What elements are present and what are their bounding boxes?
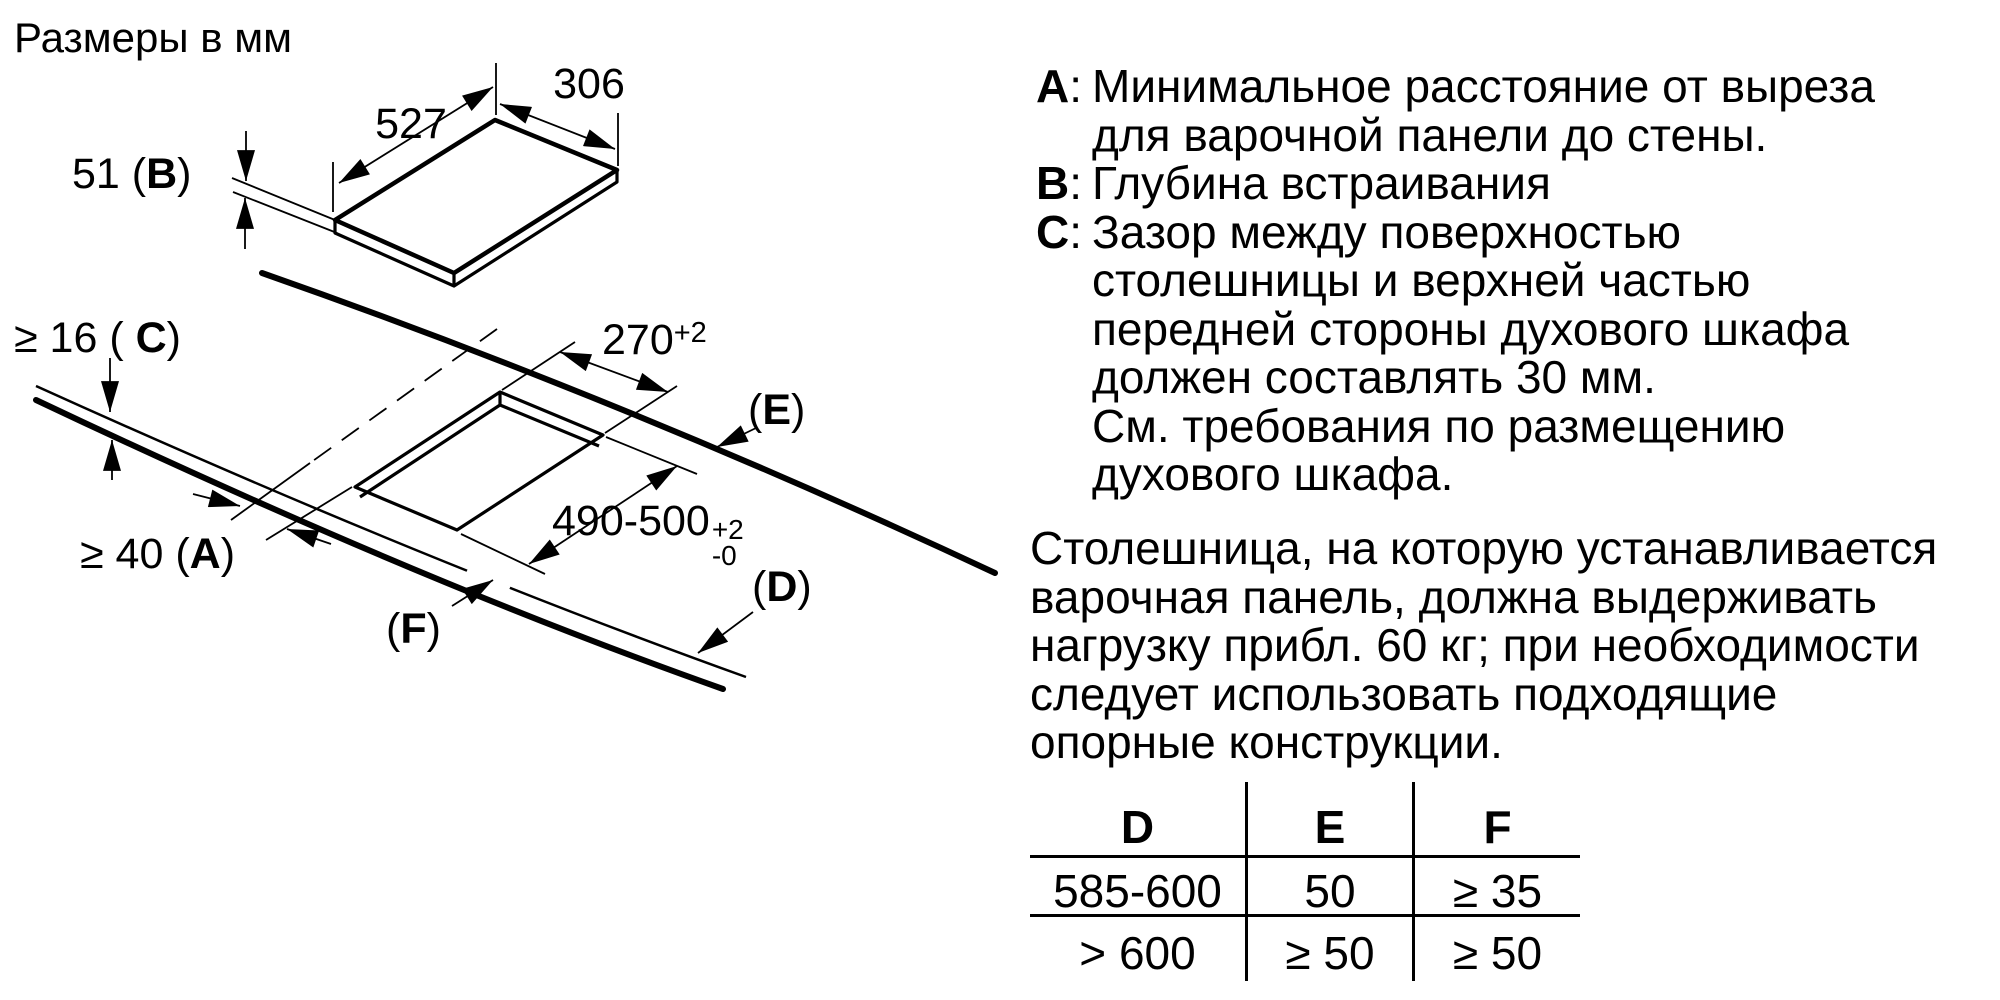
legend-A-line-2: для варочной панели до стены. xyxy=(1092,108,1768,161)
table-cell-r2-F: ≥ 50 xyxy=(1452,927,1543,979)
dim-label-A-pre: ≥ 40 ( xyxy=(80,530,190,578)
note-line-5: опорные конструкции. xyxy=(1030,716,1503,768)
dim-line-270 xyxy=(559,351,669,393)
hob-panel-base xyxy=(333,170,619,288)
worktop-back-edge xyxy=(259,270,998,576)
label-D-post: ) xyxy=(797,563,812,611)
legend-letter-B-char: B xyxy=(1036,157,1070,209)
note-line-2: варочная панель, должна выдерживать xyxy=(1030,570,1877,623)
table-hline-2 xyxy=(1030,914,1580,917)
dim-270-tolerance: +2 xyxy=(673,317,707,349)
dim-490-tol-minus: -0 xyxy=(711,540,737,571)
pointer-arrow-E xyxy=(716,425,757,448)
legend-letter-A: A: xyxy=(1036,62,1082,111)
pointer-arrow-F xyxy=(451,579,494,607)
legend-C-line-1: Зазор между поверхностью xyxy=(1092,205,1682,258)
legend-item-A: A: Минимальное расстояние от выреза для … xyxy=(1036,62,1936,159)
dim-line-306 xyxy=(499,103,616,150)
legend-letter-C-char: C xyxy=(1036,205,1070,258)
table-cell-r1-D: 585-600 xyxy=(1053,865,1222,917)
label-F-post: ) xyxy=(426,605,441,653)
legend-C-line-2: столешницы и верхней частью xyxy=(1092,254,1751,306)
table-cell-r2-D: > 600 xyxy=(1079,927,1196,979)
cutout-outline xyxy=(353,390,605,532)
cutout-extension-lines xyxy=(460,341,698,575)
dim-line-527 xyxy=(338,86,494,184)
dim-label-490-500: 490-500+2-0 xyxy=(552,497,744,570)
label-D-pre: ( xyxy=(752,563,767,611)
table-cell-r2-E: ≥ 50 xyxy=(1285,927,1375,979)
table-header-E: E xyxy=(1314,801,1346,853)
table-vline-2 xyxy=(1412,782,1415,981)
worktop-front-top-edge xyxy=(35,384,747,679)
note-line-4: следует использовать подходящие xyxy=(1030,667,1778,720)
wall-dashed-line xyxy=(309,328,498,464)
worktop-front-bottom-edge xyxy=(33,397,726,692)
dim-270-value: 270 xyxy=(602,316,674,364)
pointer-arrow-D xyxy=(697,611,754,654)
dim-label-270: 270+2 xyxy=(602,316,707,365)
legend-letter-B-colon: : xyxy=(1069,157,1083,209)
label-D-letter: D xyxy=(766,563,798,611)
table-hline-1 xyxy=(1030,855,1580,858)
label-F-letter: F xyxy=(400,605,427,653)
table-cell-r1-E: 50 xyxy=(1304,865,1356,917)
depth-leader-lines xyxy=(231,177,338,234)
dim-label-306: 306 xyxy=(553,60,625,108)
legend-C-line-4: должен составлять 30 мм. xyxy=(1092,351,1656,403)
table-cell-r1-F: ≥ 35 xyxy=(1452,865,1543,917)
cutout-inner-walls xyxy=(359,392,600,499)
label-F-pre: ( xyxy=(386,605,401,653)
front-edge-gap xyxy=(463,567,511,598)
installation-drawing xyxy=(33,63,998,692)
legend-B-line-1: Глубина встраивания xyxy=(1092,157,1551,209)
dim-label-A-letter: A xyxy=(189,530,221,578)
dim-490-tolerances: +2-0 xyxy=(711,514,744,571)
legend-letter-B: B: xyxy=(1036,159,1082,208)
wall-extension-line xyxy=(230,462,311,521)
dim-label-C-letter: C xyxy=(135,314,167,362)
legend-C-line-5: См. требования по размещению xyxy=(1092,399,1786,452)
dim-label-A: ≥ 40 (A) xyxy=(80,530,235,579)
dim-label-C-post: ) xyxy=(166,314,181,362)
label-E-post: ) xyxy=(791,386,806,434)
dim-label-B-pre: 51 ( xyxy=(72,150,147,198)
label-E: (E) xyxy=(748,386,805,435)
wall-distance-arrow-right xyxy=(286,528,332,548)
legend-letter-A-char: A xyxy=(1036,60,1070,112)
table-header-F: F xyxy=(1483,801,1512,853)
legend-C-line-3: передней стороны духового шкафа xyxy=(1092,302,1850,355)
table-vline-1 xyxy=(1245,782,1248,981)
note-line-1: Столешница, на которую устанавливается xyxy=(1030,522,1938,574)
legend-item-C: C: Зазор между поверхностью столешницы и… xyxy=(1036,205,1936,500)
label-E-letter: E xyxy=(762,386,792,434)
legend-letter-C-colon: : xyxy=(1069,205,1083,258)
page-title: Размеры в мм xyxy=(14,14,292,61)
dim-label-B-post: ) xyxy=(177,150,192,198)
dim-label-B: 51 (B) xyxy=(72,150,192,199)
cutout-edge-extension xyxy=(265,486,353,541)
dim-490-value: 490-500 xyxy=(552,497,710,545)
panel-dim-ticks xyxy=(332,63,619,212)
worktop-note: Столешница, на которую устанавливается в… xyxy=(1030,524,1960,767)
legend-letter-A-colon: : xyxy=(1069,60,1083,112)
legend-A-line-1: Минимальное расстояние от выреза xyxy=(1092,60,1875,112)
dim-line-490-500 xyxy=(528,465,678,565)
table-header-D: D xyxy=(1120,801,1155,853)
dim-490-tol-plus: +2 xyxy=(711,514,744,545)
dim-label-B-letter: B xyxy=(146,150,178,198)
legend-C-line-6: духового шкафа. xyxy=(1092,448,1454,500)
dim-label-A-post: ) xyxy=(220,530,236,578)
dim-label-C-pre: ≥ 16 ( xyxy=(14,314,136,362)
label-F: (F) xyxy=(386,605,441,654)
dim-label-C: ≥ 16 ( C) xyxy=(14,314,181,363)
wall-distance-arrow-left xyxy=(192,489,241,508)
note-line-3: нагрузку прибл. 60 кг; при необходимости xyxy=(1030,619,1920,671)
legend: A: Минимальное расстояние от выреза для … xyxy=(1036,62,1936,499)
legend-item-B: B: Глубина встраивания xyxy=(1036,159,1936,208)
dim-label-527: 527 xyxy=(375,100,447,148)
label-D: (D) xyxy=(752,563,812,612)
label-E-pre: ( xyxy=(748,386,763,434)
legend-letter-C: C: xyxy=(1036,205,1083,258)
